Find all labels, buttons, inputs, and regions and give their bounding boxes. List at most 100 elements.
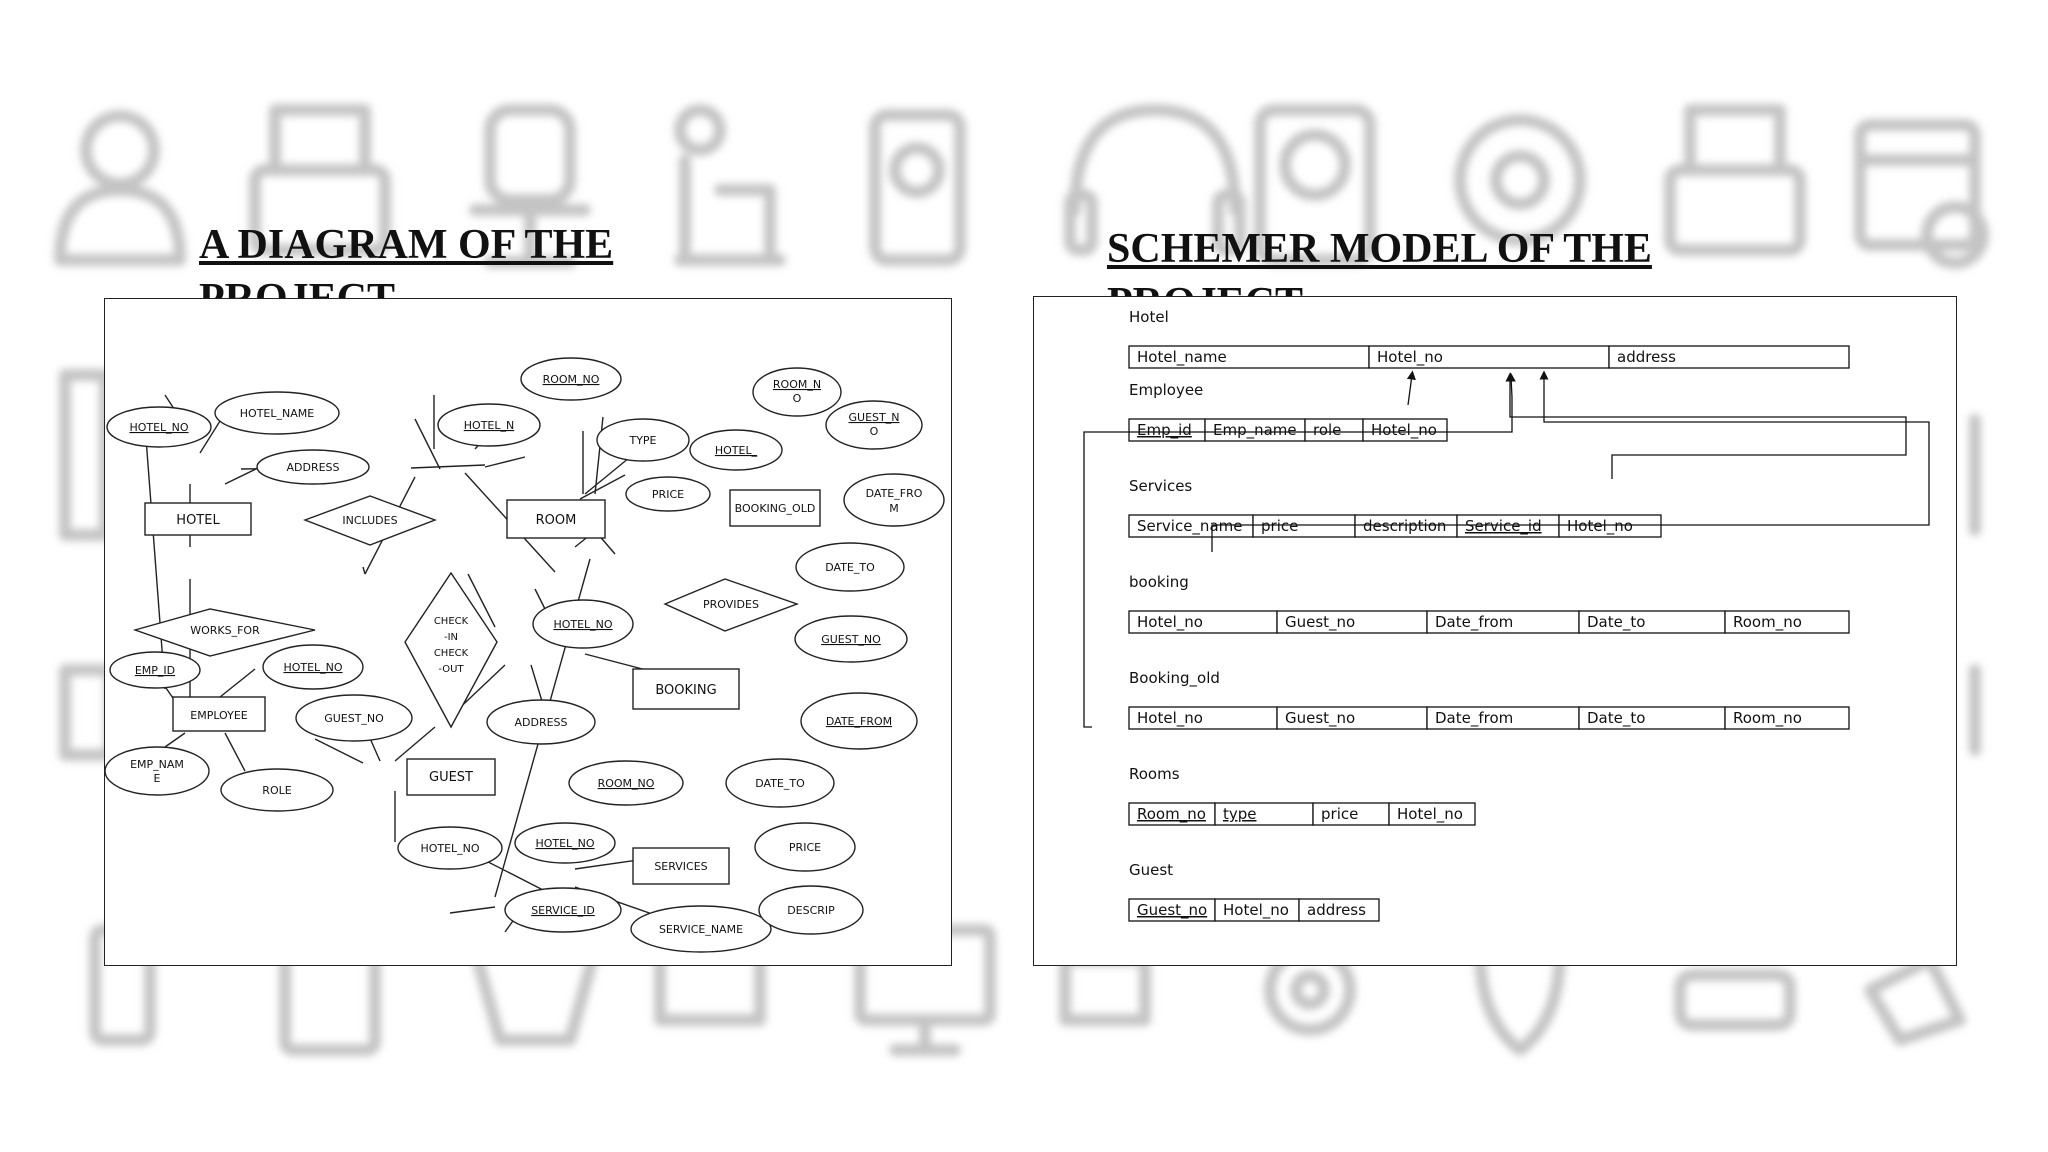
attr-hotel-name	[214, 391, 340, 435]
column-services-3: Service_id	[1465, 517, 1542, 536]
attr-bk-date-to-label: DATE_TO	[755, 777, 805, 790]
entity-room	[506, 499, 606, 539]
entity-booking-old-label: BOOKING_OLD	[735, 502, 816, 515]
column-services-4: Hotel_no	[1567, 517, 1633, 536]
at-sign-icon	[1454, 114, 1586, 246]
table-cell-hotel-2	[1608, 345, 1850, 369]
attr-room-price-label: PRICE	[652, 488, 684, 501]
entity-hotel	[144, 502, 252, 536]
attr-bo-date-from-line1: DATE_FRO	[866, 487, 923, 500]
column-rooms-3: Hotel_no	[1397, 805, 1463, 824]
attr-bk-hotel-no	[532, 599, 634, 649]
attr-emp-role	[220, 768, 334, 812]
entity-hotel-label: HOTEL	[176, 513, 220, 528]
printer-icon	[1664, 104, 1806, 256]
column-employee-2: role	[1313, 421, 1341, 439]
attr-bk-date-from-label: DATE_FROM	[826, 715, 892, 728]
attr-room-no-label: ROOM_NO	[543, 373, 600, 386]
attr-bo-room-no-line1: ROOM_N	[773, 378, 821, 391]
column-rooms-2: price	[1321, 805, 1358, 823]
rel-checkin-line1: CHECK	[434, 616, 469, 627]
column-rooms-0: Room_no	[1137, 805, 1206, 824]
attr-sv-service-id	[504, 887, 622, 933]
table-name-booking: booking	[1129, 573, 1189, 591]
table-cell-guest-2	[1298, 898, 1380, 922]
relationship-provides	[663, 578, 800, 632]
attr-emp-name-line2: E	[154, 772, 161, 785]
calendar-icon	[1854, 119, 1989, 269]
attr-bo-guest-no-line2: O	[870, 425, 879, 438]
entity-booking-old	[729, 489, 821, 527]
attr-sv-hotel-no	[514, 822, 616, 864]
attr-hotel-address	[256, 449, 370, 485]
table-cell-booking-4	[1724, 610, 1850, 634]
attr-hotel-address-label: ADDRESS	[286, 461, 339, 474]
rel-includes-label: INCLUDES	[342, 514, 397, 527]
attr-bk-guest-no	[794, 615, 908, 663]
column-hotel-2: address	[1617, 348, 1676, 366]
printer-icon	[249, 104, 391, 256]
entity-employee-label: EMPLOYEE	[190, 709, 248, 722]
relationship-includes	[303, 495, 437, 546]
relationship-works-for	[132, 608, 316, 657]
attr-room-price	[625, 476, 711, 512]
attr-bo-room-no	[752, 367, 842, 417]
document-icon	[59, 369, 111, 541]
attr-sv-service-name-label: SERVICE_NAME	[659, 923, 743, 936]
table-cell-employee-3	[1362, 418, 1448, 442]
entity-employee	[172, 696, 266, 732]
attr-bo-room-no-line2: O	[793, 392, 802, 405]
attr-emp-hotel-no	[262, 644, 364, 690]
column-booking-3: Date_to	[1587, 613, 1645, 632]
attr-guest-address-label: ADDRESS	[514, 716, 567, 729]
column-booking-4: Room_no	[1733, 613, 1802, 632]
attr-bo-date-from-line2: M	[889, 502, 899, 515]
attr-bo-date-to	[795, 542, 905, 592]
attr-bk-room-no	[568, 760, 684, 806]
attr-bo-guest-no-line1: GUEST_N	[849, 411, 900, 424]
column-services-1: price	[1261, 517, 1298, 535]
column-rooms-1: type	[1223, 805, 1257, 823]
entity-room-label: ROOM	[536, 513, 577, 528]
shield-icon	[1474, 944, 1566, 1056]
table-cell-rooms-3	[1388, 802, 1476, 826]
column-booking_old-4: Room_no	[1733, 709, 1802, 728]
attr-emp-role-label: ROLE	[262, 784, 291, 797]
user-icon	[54, 110, 186, 266]
entity-booking-label: BOOKING	[655, 683, 716, 698]
attr-guest-address	[486, 699, 596, 745]
megaphone-icon	[1864, 954, 1966, 1046]
column-employee-0: Emp_id	[1137, 421, 1192, 440]
attr-bo-date-from	[843, 473, 945, 527]
attr-bk-date-from	[800, 692, 918, 750]
table-cell-booking_old-4	[1724, 706, 1850, 730]
rel-checkin-line3: CHECK	[434, 648, 469, 659]
table-name-services: Services	[1129, 477, 1192, 495]
attr-emp-hotel-no-label: HOTEL_NO	[283, 661, 342, 674]
attr-bo-date-to-label: DATE_TO	[825, 561, 875, 574]
attr-guest-no-label: GUEST_NO	[324, 712, 384, 725]
attr-hotel-no-label: HOTEL_NO	[129, 421, 188, 434]
rel-checkin-line4: -OUT	[438, 664, 464, 675]
table-name-guest: Guest	[1129, 861, 1173, 879]
column-employee-1: Emp_name	[1213, 421, 1297, 440]
entity-booking	[632, 668, 740, 710]
id-badge-icon	[869, 109, 966, 266]
attr-bk-hotel-no-label: HOTEL_NO	[553, 618, 612, 631]
attr-emp-name	[105, 746, 210, 796]
column-hotel-0: Hotel_name	[1137, 348, 1227, 367]
entity-guest-label: GUEST	[429, 770, 473, 785]
column-guest-1: Hotel_no	[1223, 901, 1289, 920]
attr-sv-price-label: PRICE	[789, 841, 821, 854]
desk-worker-icon	[674, 104, 786, 266]
attr-sv-descrip-label: DESCRIP	[787, 904, 835, 917]
entity-services-label: SERVICES	[654, 860, 707, 873]
profile-icon	[1254, 104, 1376, 266]
column-guest-0: Guest_no	[1137, 901, 1207, 920]
headset-icon	[1064, 104, 1246, 256]
attr-bk-date-to	[725, 758, 835, 808]
table-name-employee: Employee	[1129, 381, 1203, 399]
table-name-booking_old: Booking_old	[1129, 669, 1220, 688]
attr-bo-hotel-label: HOTEL_	[715, 444, 758, 457]
